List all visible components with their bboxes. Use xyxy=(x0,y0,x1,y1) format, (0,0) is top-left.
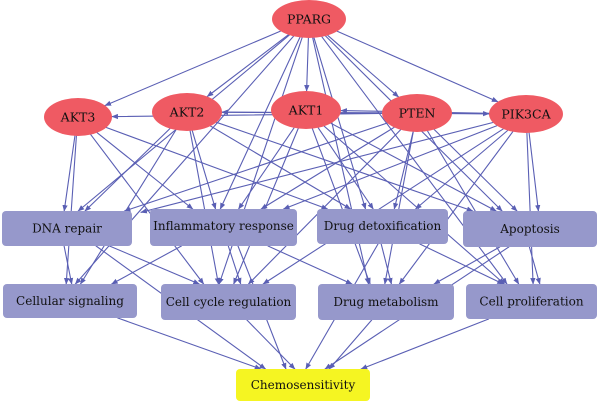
node-inflammatory-response: Inflammatory response xyxy=(150,209,297,246)
edge-drug-detox-to-drug-metabolism xyxy=(380,243,393,285)
pparg-ellipse xyxy=(272,0,346,38)
node-akt3: AKT3 xyxy=(44,98,112,136)
edge-pik3ca-to-drug-detox xyxy=(415,129,509,210)
edge-inflammatory-to-cell-signaling xyxy=(111,245,182,285)
node-apoptosis: Apoptosis xyxy=(463,211,597,247)
edge-pik3ca-to-apoptosis xyxy=(528,132,541,212)
edge-pparg-to-cell-cycle xyxy=(218,37,303,285)
cell-cycle-regulation-box xyxy=(161,284,296,320)
drug-detoxification-box xyxy=(317,209,448,244)
edge-inflammatory-to-drug-metabolism xyxy=(267,245,353,285)
edge-akt1-to-drug-metabolism xyxy=(311,128,371,285)
node-dna-repair: DNA repair xyxy=(2,211,132,246)
edge-pten-to-cell-prolif xyxy=(427,130,520,285)
edge-pparg-to-akt2 xyxy=(206,34,289,98)
pparg-label: PPARG xyxy=(287,12,331,27)
edge-pten-to-inflammatory xyxy=(260,126,395,210)
cell-cycle-regulation-label: Cell cycle regulation xyxy=(166,295,292,309)
edge-pik3ca-to-drug-metabolism xyxy=(398,131,514,285)
edge-akt3-to-drug-detox xyxy=(105,126,329,210)
edge-inflammatory-to-cell-cycle xyxy=(227,245,242,285)
edge-cell-cycle-to-chemo xyxy=(246,319,296,370)
chemosensitivity-box xyxy=(236,369,370,401)
edge-drug-metabolism-to-chemo xyxy=(328,319,373,370)
edge-pparg-to-akt1 xyxy=(304,37,310,92)
cell-proliferation-label: Cell proliferation xyxy=(479,295,583,309)
pten-label: PTEN xyxy=(399,106,436,121)
dna-repair-box xyxy=(2,211,132,246)
edge-pparg-to-akt3 xyxy=(104,30,282,107)
edge-pten-to-cell-cycle xyxy=(247,129,402,285)
edge-pik3ca-to-cell-prolif xyxy=(526,132,536,285)
akt1-ellipse xyxy=(271,91,341,129)
edge-cell-prolif-to-chemo xyxy=(360,318,490,370)
edge-akt2-to-drug-detox xyxy=(210,125,352,210)
node-cell-proliferation: Cell proliferation xyxy=(466,284,597,319)
node-drug-detoxification: Drug detoxification xyxy=(317,209,448,244)
pten-ellipse xyxy=(382,94,452,132)
inflammatory-response-label: Inflammatory response xyxy=(153,219,294,233)
edge-pten-to-drug-metabolism xyxy=(383,131,414,285)
apoptosis-label: Apoptosis xyxy=(499,222,559,236)
edge-pik3ca-to-cell-cycle xyxy=(262,128,504,285)
edge-pik3ca-to-dna-repair xyxy=(140,121,494,214)
node-chemosensitivity: Chemosensitivity xyxy=(236,369,370,401)
edge-drug-detox-to-cell-prolif xyxy=(419,243,504,285)
akt2-ellipse xyxy=(152,93,222,131)
pik3ca-label: PIK3CA xyxy=(501,107,551,122)
edge-pik3ca-to-inflammatory xyxy=(282,125,498,210)
akt3-ellipse xyxy=(44,98,112,136)
edge-akt2-to-dna-repair xyxy=(84,128,171,212)
edge-akt2-to-inflammatory xyxy=(191,130,217,210)
cellular-signaling-label: Cellular signaling xyxy=(16,294,124,308)
apoptosis-box xyxy=(463,211,597,247)
node-cell-cycle-regulation: Cell cycle regulation xyxy=(161,284,296,320)
edge-pten-to-apoptosis xyxy=(433,128,518,212)
node-pik3ca: PIK3CA xyxy=(489,95,563,133)
edge-dna-repair-to-cell-cycle xyxy=(108,245,200,285)
drug-detoxification-label: Drug detoxification xyxy=(324,219,442,233)
chemosensitivity-label: Chemosensitivity xyxy=(251,378,356,392)
node-pparg: PPARG xyxy=(272,0,346,38)
node-pten: PTEN xyxy=(382,94,452,132)
edge-akt1-to-drug-detox xyxy=(317,127,374,210)
edge-akt3-to-inflammatory xyxy=(96,132,194,210)
edge-apoptosis-to-drug-metabolism xyxy=(433,246,501,285)
cellular-signaling-box xyxy=(3,284,137,318)
drug-metabolism-label: Drug metabolism xyxy=(333,295,439,309)
pik3ca-ellipse xyxy=(489,95,563,133)
edge-pparg-to-pten xyxy=(327,34,400,98)
drug-metabolism-box xyxy=(318,284,454,320)
node-akt2: AKT2 xyxy=(152,93,222,131)
edge-apoptosis-to-cell-prolif xyxy=(528,246,541,285)
edge-pten-to-dna-repair xyxy=(123,122,388,212)
edge-akt1-to-inflammatory xyxy=(238,127,295,210)
edge-akt3-to-cell-signaling xyxy=(63,135,77,285)
inflammatory-response-box xyxy=(150,209,297,246)
akt1-label: AKT1 xyxy=(288,103,324,118)
edge-dna-repair-to-cell-signaling xyxy=(63,245,74,285)
edge-akt1-to-cell-prolif xyxy=(323,125,505,285)
edge-akt2-to-cell-cycle xyxy=(189,130,220,285)
edge-akt1-to-apoptosis xyxy=(330,122,497,212)
akt3-label: AKT3 xyxy=(60,110,96,125)
node-drug-metabolism: Drug metabolism xyxy=(318,284,454,320)
edge-akt3-to-dna-repair xyxy=(62,135,76,212)
akt2-label: AKT2 xyxy=(169,105,205,120)
edge-pparg-to-pik3ca xyxy=(336,30,499,103)
dna-repair-label: DNA repair xyxy=(32,222,102,236)
cell-proliferation-box xyxy=(466,284,597,319)
edge-cell-signaling-to-chemo xyxy=(117,317,262,370)
edge-pparg-to-inflammatory xyxy=(219,36,301,210)
node-cellular-signaling: Cellular signaling xyxy=(3,284,137,318)
node-akt1: AKT1 xyxy=(271,91,341,129)
edge-pten-to-drug-detox xyxy=(393,131,414,210)
